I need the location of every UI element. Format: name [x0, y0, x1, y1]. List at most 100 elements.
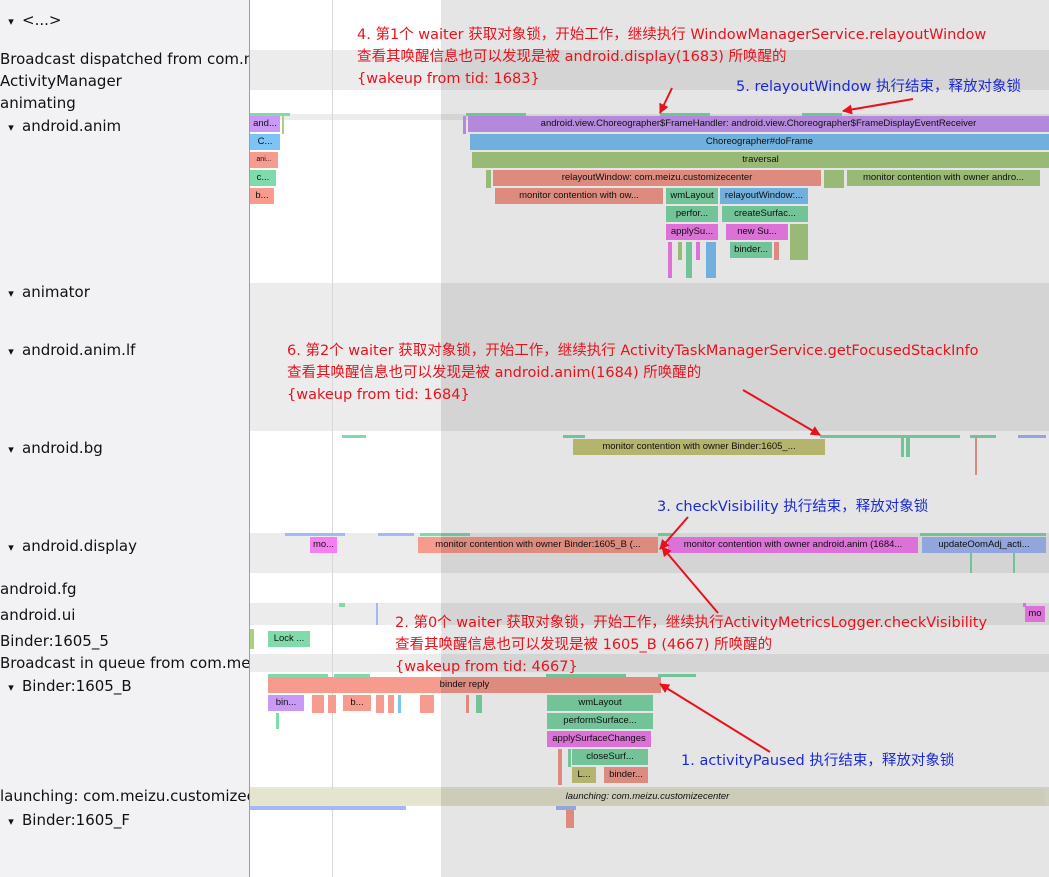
- track-label-root[interactable]: ▾<...>: [0, 11, 61, 31]
- slice-binder-reply[interactable]: binder reply: [268, 677, 661, 693]
- slice-binder-b[interactable]: binder...: [604, 767, 648, 783]
- track-label-android-ui[interactable]: android.ui: [0, 606, 76, 624]
- track-label-animating[interactable]: animating: [0, 94, 76, 112]
- slice-thin[interactable]: [463, 116, 466, 134]
- slice-thin[interactable]: [563, 435, 585, 438]
- slice-thin[interactable]: [420, 533, 470, 536]
- track-label-animator[interactable]: ▾animator: [0, 283, 90, 303]
- slice-thin[interactable]: [660, 113, 710, 116]
- slice-thin[interactable]: [250, 113, 290, 116]
- slice-thin[interactable]: [250, 806, 406, 810]
- slice-lock[interactable]: Lock ...: [268, 631, 310, 647]
- slice-thin[interactable]: [906, 437, 910, 457]
- slice-thin[interactable]: [802, 113, 842, 116]
- slice-thin[interactable]: [420, 695, 434, 713]
- expand-triangle-icon[interactable]: ▾: [8, 121, 14, 134]
- slice-create-surface[interactable]: createSurfac...: [722, 206, 808, 222]
- slice-thin[interactable]: [696, 242, 700, 260]
- slice[interactable]: ani...: [250, 152, 278, 168]
- expand-triangle-icon[interactable]: ▾: [8, 541, 14, 554]
- expand-triangle-icon[interactable]: ▾: [8, 15, 14, 28]
- slice-bg-monitor-contention[interactable]: monitor contention with owner Binder:160…: [573, 439, 825, 455]
- slice-thin[interactable]: [706, 242, 716, 278]
- slice-apply-surface[interactable]: applySu...: [666, 224, 718, 240]
- slice-thin[interactable]: [378, 533, 414, 536]
- slice-thin[interactable]: [1023, 603, 1026, 607]
- slice-thin[interactable]: [901, 437, 904, 457]
- slice-thin[interactable]: [824, 170, 844, 188]
- track-label-android-fg[interactable]: android.fg: [0, 580, 77, 598]
- slice-choreographer-framehandler[interactable]: android.view.Choreographer$FrameHandler:…: [468, 116, 1049, 132]
- track-label-broadcast-in-queue[interactable]: Broadcast in queue from com.meizu.custom…: [0, 654, 250, 672]
- slice-thin[interactable]: [558, 749, 562, 785]
- slice-thin[interactable]: [1018, 435, 1046, 438]
- slice-thin[interactable]: [388, 695, 394, 713]
- slice-thin[interactable]: [566, 810, 574, 828]
- slice-thin[interactable]: [1013, 553, 1015, 573]
- slice-relayout-window-inner[interactable]: relayoutWindow:...: [720, 188, 808, 204]
- slice-thin[interactable]: [658, 674, 696, 677]
- slice-thin[interactable]: [658, 533, 672, 536]
- expand-triangle-icon[interactable]: ▾: [8, 345, 14, 358]
- slice-thin[interactable]: [678, 242, 682, 260]
- slice-thin[interactable]: [975, 437, 977, 475]
- slice-thin[interactable]: [568, 749, 571, 767]
- slice-monitor-contention[interactable]: monitor contention with ow...: [495, 188, 663, 204]
- expand-triangle-icon[interactable]: ▾: [8, 815, 14, 828]
- track-label-android-bg[interactable]: ▾android.bg: [0, 439, 103, 459]
- track-label-binder-1605-b[interactable]: ▾Binder:1605_B: [0, 677, 131, 697]
- slice-thin[interactable]: [476, 695, 482, 713]
- slice-thin[interactable]: [250, 629, 254, 649]
- slice-launching[interactable]: launching: com.meizu.customizecenter: [250, 789, 1045, 805]
- slice-apply-surface-changes[interactable]: applySurfaceChanges: [547, 731, 651, 747]
- slice-binder[interactable]: binder...: [730, 242, 772, 258]
- slice-thin[interactable]: [820, 435, 960, 438]
- slice[interactable]: and...: [250, 116, 280, 132]
- slice-thin[interactable]: [668, 242, 672, 278]
- slice-thin[interactable]: [268, 674, 328, 677]
- slice-thin[interactable]: [686, 242, 692, 278]
- slice-l[interactable]: L...: [572, 767, 596, 783]
- slice-thin[interactable]: [398, 695, 401, 713]
- slice-thin[interactable]: [376, 603, 378, 625]
- slice-new-surface[interactable]: new Su...: [726, 224, 788, 240]
- slice[interactable]: C...: [250, 134, 280, 150]
- slice-thin[interactable]: [466, 695, 469, 713]
- slice-perform[interactable]: perfor...: [666, 206, 718, 222]
- slice-thin[interactable]: [282, 114, 284, 134]
- slice[interactable]: b...: [250, 188, 274, 204]
- slice-thin[interactable]: [328, 695, 336, 713]
- slice-thin[interactable]: [285, 533, 345, 536]
- slice-thin[interactable]: [970, 553, 972, 573]
- slice-wm-layout-b[interactable]: wmLayout: [547, 695, 653, 711]
- slice-thin[interactable]: [376, 695, 384, 713]
- slice-thin[interactable]: [466, 113, 526, 116]
- slice-thin[interactable]: [790, 224, 808, 260]
- slice-display-monitor-anim[interactable]: monitor contention with owner android.an…: [668, 537, 918, 553]
- slice-bin[interactable]: bin...: [268, 695, 304, 711]
- slice-thin[interactable]: [774, 242, 779, 260]
- slice-thin[interactable]: [920, 533, 1046, 536]
- slice-thin[interactable]: [556, 806, 576, 810]
- track-label-launching[interactable]: launching: com.meizu.customizecenter: [0, 787, 249, 805]
- slice-thin[interactable]: [546, 674, 626, 677]
- track-label-binder-1605-f[interactable]: ▾Binder:1605_F: [0, 811, 130, 831]
- track-label-broadcast-dispatched[interactable]: Broadcast dispatched from com.meizu.cust…: [0, 50, 249, 68]
- slice-traversal[interactable]: traversal: [472, 152, 1049, 168]
- slice-thin[interactable]: [312, 695, 324, 713]
- slice-wm-layout[interactable]: wmLayout: [666, 188, 718, 204]
- slice-close-surface[interactable]: closeSurf...: [572, 749, 648, 765]
- slice-update-oom-adj[interactable]: updateOomAdj_acti...: [922, 537, 1046, 553]
- slice-thin[interactable]: [276, 713, 279, 729]
- track-label-android-display[interactable]: ▾android.display: [0, 537, 137, 557]
- track-label-binder-1605-5[interactable]: Binder:1605_5: [0, 632, 109, 650]
- track-label-activitymanager[interactable]: ActivityManager: [0, 72, 122, 90]
- slice-b[interactable]: b...: [343, 695, 371, 711]
- slice-do-frame[interactable]: Choreographer#doFrame: [470, 134, 1049, 150]
- slice-thin[interactable]: [970, 435, 996, 438]
- slice-thin[interactable]: [339, 603, 345, 607]
- slice[interactable]: c...: [250, 170, 276, 186]
- expand-triangle-icon[interactable]: ▾: [8, 681, 14, 694]
- slice-display-mo[interactable]: mo...: [310, 537, 337, 553]
- slice-thin[interactable]: [334, 674, 370, 677]
